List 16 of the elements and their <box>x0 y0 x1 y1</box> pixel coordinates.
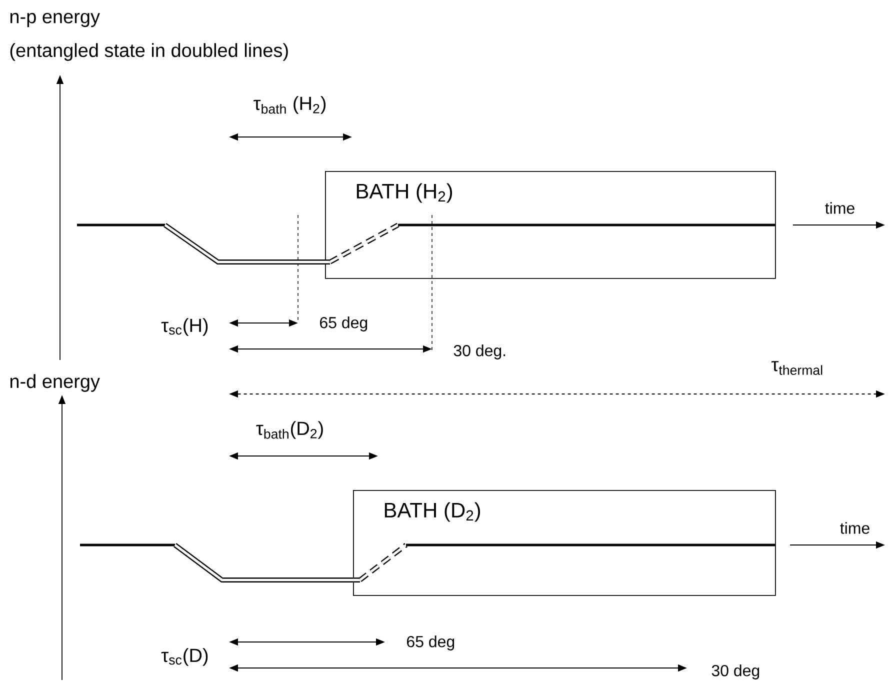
bath-box: BATH (H$_{2}$) <box>325 171 776 279</box>
dimension-label: 65 deg <box>320 316 368 332</box>
dimension-label: 65 deg <box>407 636 454 650</box>
dimension-label: τ$_{bath}$ (H$_{2}$) <box>254 96 326 114</box>
axis-label: time <box>825 202 854 214</box>
dimension-label: τ$_{sc}$(D) <box>161 648 208 666</box>
axis-title: n-p energy <box>10 12 100 28</box>
axis-title: n-d energy <box>10 374 100 392</box>
bath-box: BATH (D$_{2}$) <box>353 490 776 596</box>
axis-label: time <box>840 522 870 534</box>
axis-subtitle: (entangled state in doubled lines) <box>10 43 288 61</box>
dimension-label: 30 deg. <box>454 344 506 360</box>
dimension-label: τ$_{thermal}$ <box>771 361 822 375</box>
dimension-label: 30 deg <box>712 664 760 680</box>
dimension-label: τ$_{sc}$(H) <box>161 318 208 336</box>
dimension-label: τ$_{bath}$(D$_{2}$) <box>256 421 323 439</box>
